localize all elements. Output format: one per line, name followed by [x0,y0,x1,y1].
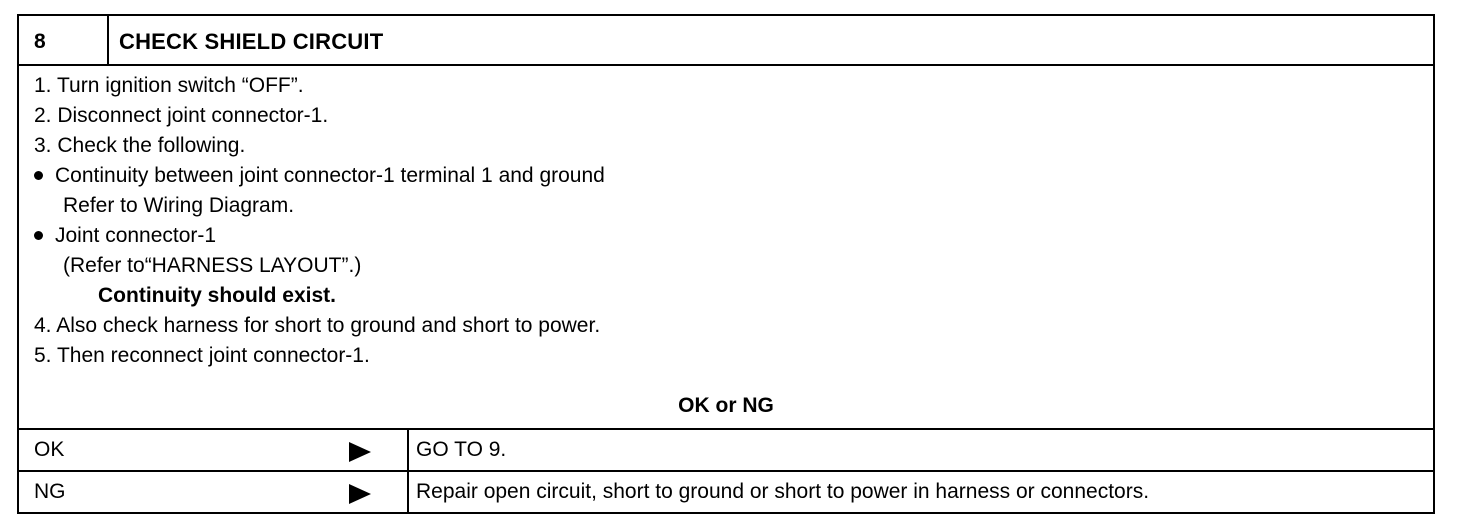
instructions-area: 1. Turn ignition switch “OFF”. 2. Discon… [19,66,1433,428]
instruction-4: 4. Also check harness for short to groun… [34,314,601,337]
instruction-5: 5. Then reconnect joint connector-1. [34,344,370,367]
bullet-item-connector: Joint connector-1 [34,224,216,248]
step-number: 8 [19,16,109,64]
ok-ng-heading: OK or NG [678,394,774,417]
bullet-item-continuity: Continuity between joint connector-1 ter… [34,164,605,188]
procedure-table: 8 CHECK SHIELD CIRCUIT 1. Turn ignition … [17,14,1435,514]
bullet-icon [34,171,43,180]
harness-layout-note: (Refer to“HARNESS LAYOUT”.) [63,254,362,277]
table-header: 8 CHECK SHIELD CIRCUIT [19,16,1433,66]
bullet-text-connector: Joint connector-1 [55,224,217,247]
result-action-ng: Repair open circuit, short to ground or … [416,480,1150,503]
column-divider [407,430,409,472]
instruction-3: 3. Check the following. [34,134,246,157]
continuity-requirement: Continuity should exist. [98,284,337,307]
result-label-ok: OK [34,438,65,461]
step-title: CHECK SHIELD CIRCUIT [119,29,384,54]
result-row-ok: OK GO TO 9. [19,428,1433,472]
column-divider [407,472,409,514]
arrow-right-icon [349,484,371,504]
result-label-ng: NG [34,480,66,503]
result-row-ng: NG Repair open circuit, short to ground … [19,470,1433,514]
result-action-ok: GO TO 9. [416,438,507,461]
bullet-text-continuity: Continuity between joint connector-1 ter… [55,164,605,187]
bullet-icon [34,231,43,240]
instruction-2: 2. Disconnect joint connector-1. [34,104,329,127]
instruction-1: 1. Turn ignition switch “OFF”. [34,74,304,97]
arrow-right-icon [349,442,371,462]
wiring-diagram-note: Refer to Wiring Diagram. [63,194,295,217]
